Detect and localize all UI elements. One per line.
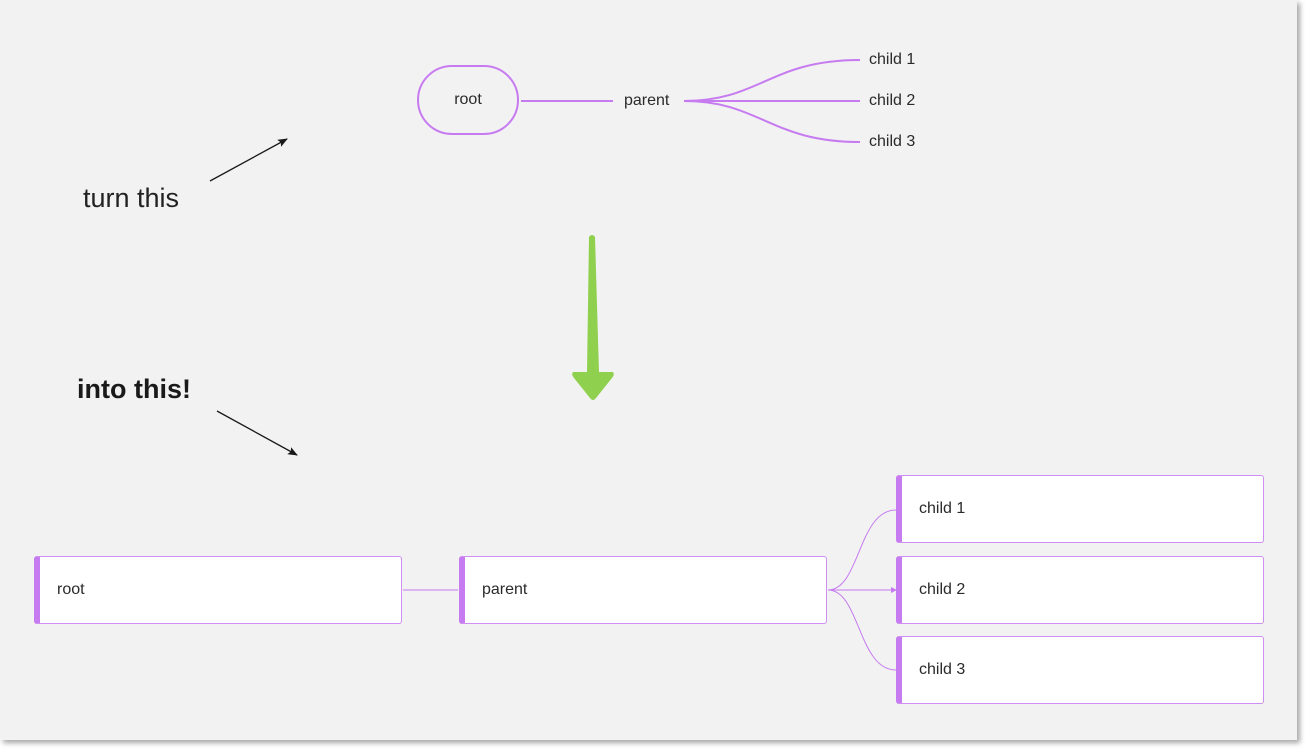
- child-box-3: child 3: [896, 636, 1264, 704]
- into-this-label: into this!: [77, 374, 191, 404]
- child-node-3: child 3: [869, 133, 916, 150]
- child-node-2: child 2: [869, 92, 916, 109]
- box-parent-child3-connector: [827, 589, 897, 671]
- box-parent-child1-connector: [827, 509, 897, 591]
- child-box-2-label: child 2: [919, 581, 966, 598]
- parent-box: parent: [459, 556, 827, 624]
- child-box-1-label: child 1: [919, 500, 966, 517]
- parent-child3-connector: [683, 100, 861, 143]
- root-node: root: [417, 65, 519, 135]
- child-node-1: child 1: [869, 51, 916, 68]
- into-this-arrow: [216, 410, 298, 456]
- child-box-2: child 2: [896, 556, 1264, 624]
- child-box-3-label: child 3: [919, 661, 966, 678]
- parent-node: parent: [624, 92, 670, 109]
- green-down-arrow: [572, 235, 614, 400]
- turn-this-label: turn this: [83, 183, 180, 213]
- root-box-label: root: [57, 581, 85, 598]
- turn-this-arrow: [209, 138, 288, 182]
- child-box-1: child 1: [896, 475, 1264, 543]
- parent-child1-connector: [683, 59, 861, 102]
- parent-box-label: parent: [482, 581, 528, 598]
- diagram-canvas: root parent child 1 child 2 child 3 turn…: [0, 0, 1297, 740]
- connector-layer: [209, 59, 897, 671]
- root-box: root: [34, 556, 402, 624]
